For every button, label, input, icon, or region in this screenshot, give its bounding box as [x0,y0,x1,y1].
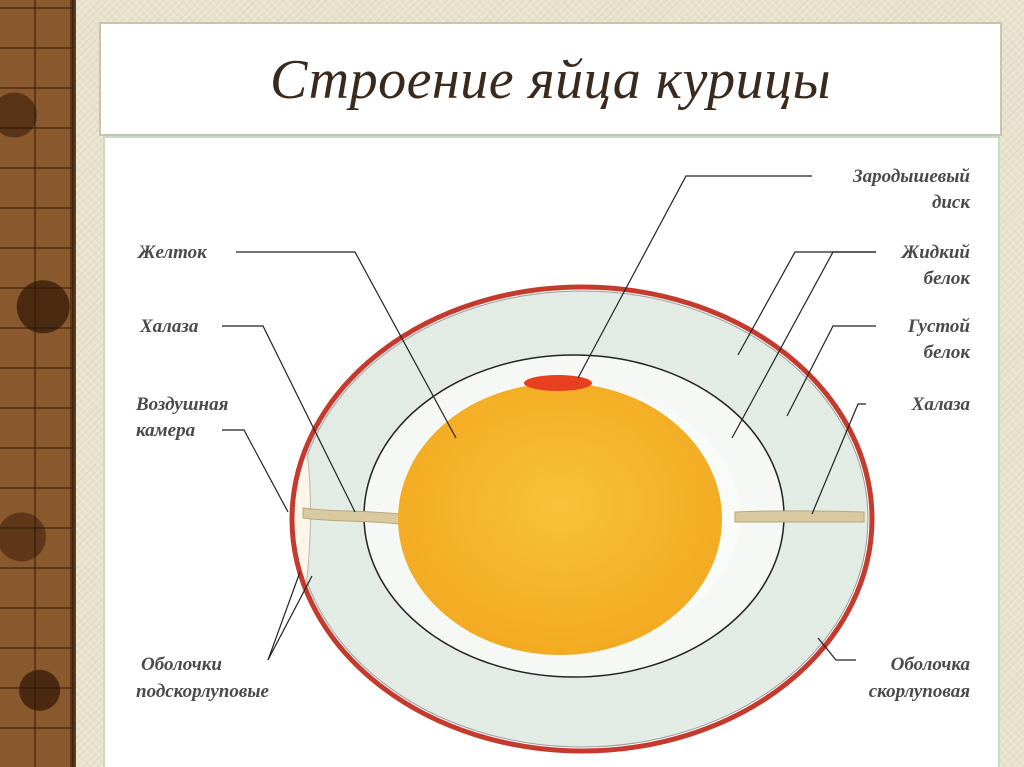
air-cell [295,398,311,642]
leader-membranes-1 [267,571,301,661]
leader-air-cell [222,429,289,513]
leader-chalaza-left [222,325,356,513]
label-inner-membranes-1: Оболочки [141,654,222,675]
leader-chalaza-right [811,403,866,515]
label-thin-albumen-1: Жидкий [900,242,970,263]
label-air-cell-2: камера [136,420,196,441]
leader-thick-albumen [786,325,876,417]
yolk [398,383,722,655]
label-shell-membrane-2: скорлуповая [869,681,970,702]
label-thick-albumen-2: белок [924,342,972,363]
label-germinal-disc-2: диск [932,192,971,213]
chalaza-right [734,510,865,523]
leader-thin-albumen-2 [731,251,876,439]
leader-yolk [236,251,457,439]
label-air-cell-1: Воздушная [135,394,229,415]
label-chalaza-right: Халаза [911,394,971,415]
title-panel: Строение яйца курицы [99,22,1002,136]
germinal-disc [524,375,592,391]
leader-membranes-2 [267,575,313,661]
slide-title: Строение яйца курицы [269,49,832,111]
decorative-left-strip [0,0,72,767]
egg-shell [289,284,875,754]
label-thick-albumen-1: Густой [907,316,970,337]
leader-shell-membrane [817,637,856,661]
label-chalaza-left: Халаза [139,316,199,337]
label-thin-albumen-2: белок [924,268,972,289]
decorative-strip-edge [72,0,76,767]
label-shell-membrane-1: Оболочка [891,654,971,675]
label-germinal-disc-1: Зародышевый [852,166,970,187]
leader-germinal-disc [577,175,812,379]
label-inner-membranes-2: подскорлуповые [136,681,270,702]
label-yolk: Желток [136,242,208,263]
